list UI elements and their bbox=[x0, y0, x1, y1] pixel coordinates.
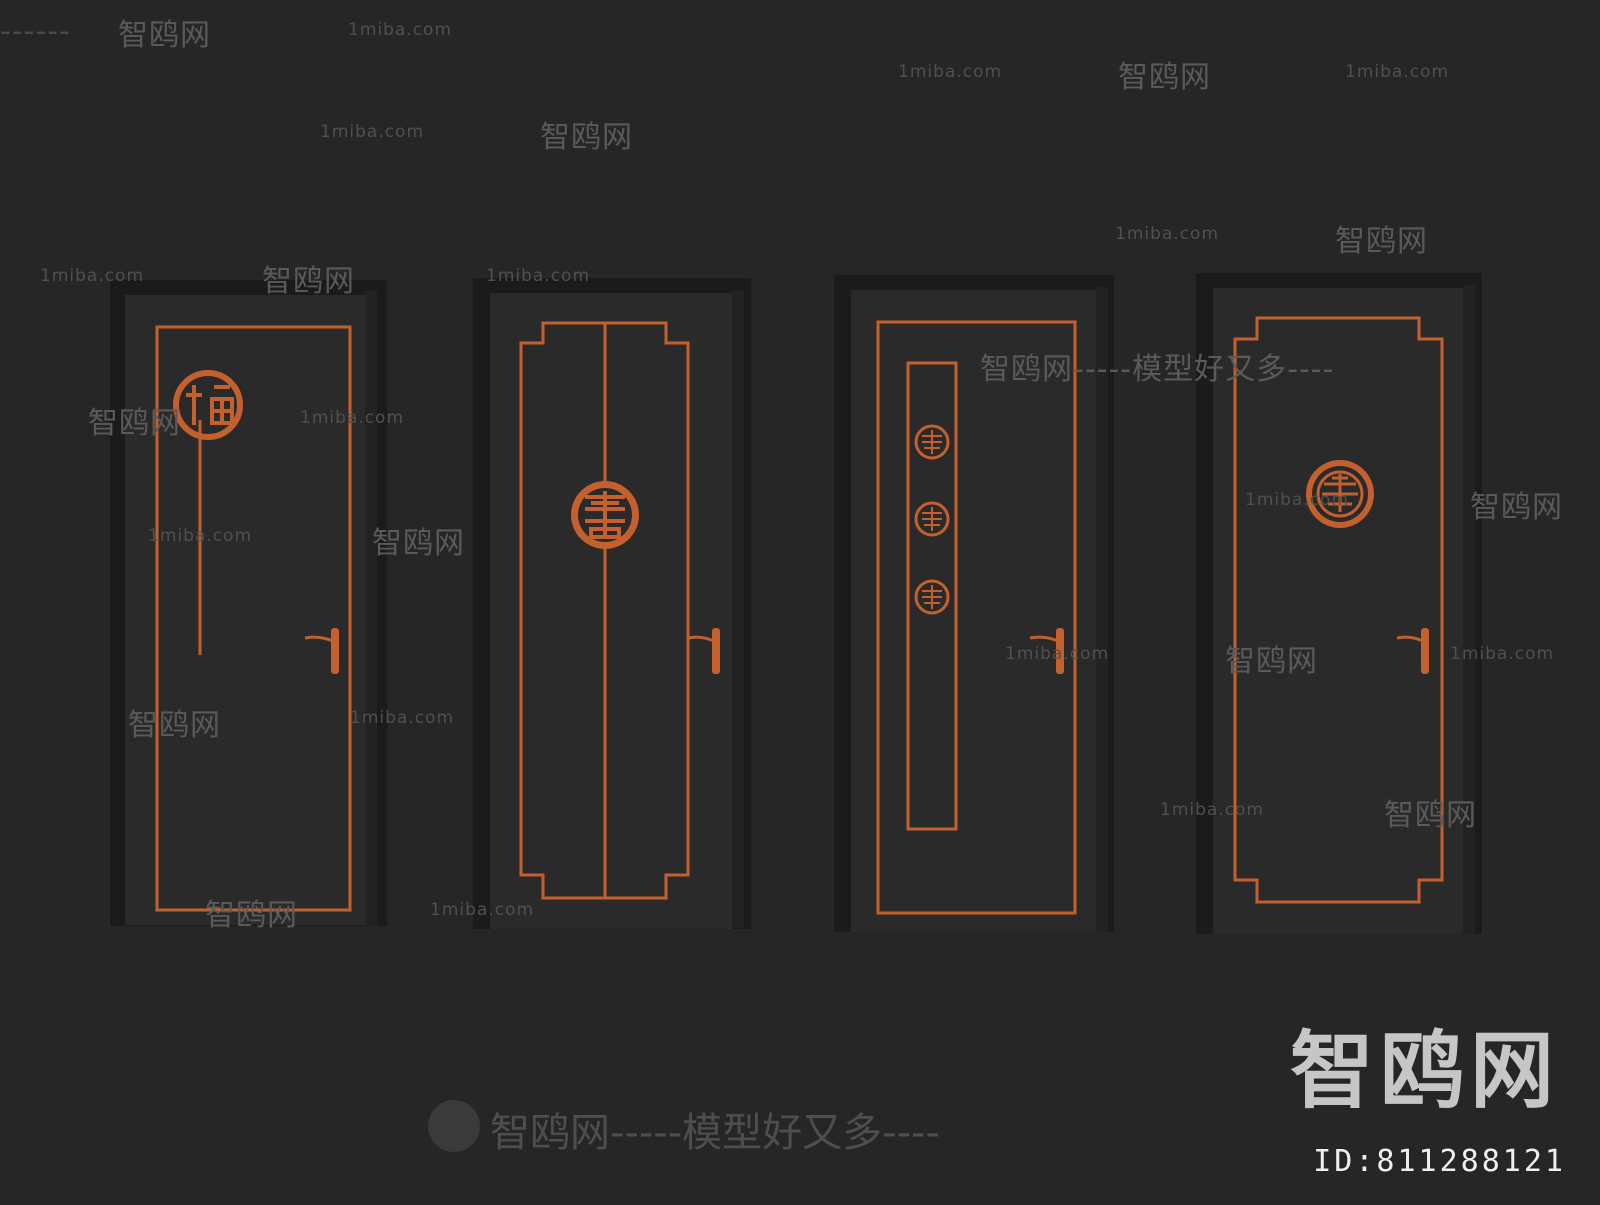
watermark-site: 智鸥网 bbox=[128, 708, 221, 743]
watermark-site: 智鸥网 bbox=[118, 18, 211, 53]
watermark-dashes: ------ bbox=[0, 14, 71, 49]
door-handle-icon bbox=[1396, 628, 1429, 674]
watermark-site: 智鸥网 bbox=[1470, 490, 1563, 525]
medallion-small-3-icon bbox=[914, 579, 950, 615]
watermark-site: 智鸥网 bbox=[1225, 644, 1318, 679]
door-handle-icon bbox=[304, 628, 339, 674]
watermark-url: 1miba.com bbox=[1160, 800, 1265, 820]
watermark-url: 1miba.com bbox=[1245, 490, 1350, 510]
watermark-site: 智鸥网 bbox=[262, 264, 355, 299]
brand-logo: 智鸥网 bbox=[1289, 1022, 1560, 1120]
shou-medallion-icon bbox=[1306, 460, 1374, 528]
watermark-url: 1miba.com bbox=[898, 62, 1003, 82]
watermark-url: 1miba.com bbox=[40, 266, 145, 286]
double-happiness-medallion-icon bbox=[571, 481, 639, 549]
watermark-url: 1miba.com bbox=[350, 708, 455, 728]
bird-logo-icon bbox=[428, 1100, 480, 1152]
watermark-url: 1miba.com bbox=[1345, 62, 1450, 82]
medallion-small-1-icon bbox=[914, 424, 950, 460]
watermark-url: 1miba.com bbox=[1005, 644, 1110, 664]
watermark-url: 1miba.com bbox=[300, 408, 405, 428]
bottom-watermark-slogan: 智鸥网-----模型好又多---- bbox=[490, 1110, 940, 1156]
watermark-site: 智鸥网 bbox=[205, 898, 298, 933]
watermark-site: 智鸥网 bbox=[540, 120, 633, 155]
door-handle-icon bbox=[1029, 628, 1064, 674]
door-xi bbox=[473, 278, 751, 929]
watermark-url: 1miba.com bbox=[486, 266, 591, 286]
door-fu bbox=[110, 280, 387, 926]
medallion-small-2-icon bbox=[914, 501, 950, 537]
watermark-site: 智鸥网 bbox=[1118, 60, 1211, 95]
watermark-url: 1miba.com bbox=[348, 20, 453, 40]
watermark-url: 1miba.com bbox=[1115, 224, 1220, 244]
watermark-url: 1miba.com bbox=[430, 900, 535, 920]
watermark-url: 1miba.com bbox=[148, 526, 253, 546]
watermark-url: 1miba.com bbox=[1450, 644, 1555, 664]
door-shou bbox=[1196, 273, 1482, 934]
watermark-site: 智鸥网 bbox=[372, 526, 465, 561]
door-handle-icon bbox=[687, 628, 720, 674]
watermark-site: 智鸥网 bbox=[1384, 798, 1477, 833]
watermark-slogan: 智鸥网-----模型好又多---- bbox=[980, 352, 1335, 387]
watermark-url: 1miba.com bbox=[320, 122, 425, 142]
watermark-site: 智鸥网 bbox=[88, 406, 181, 441]
image-id-label: ID:811288121 bbox=[1313, 1144, 1566, 1179]
fu-medallion-icon bbox=[173, 370, 243, 440]
watermark-site: 智鸥网 bbox=[1335, 224, 1428, 259]
door-strip bbox=[834, 275, 1114, 932]
